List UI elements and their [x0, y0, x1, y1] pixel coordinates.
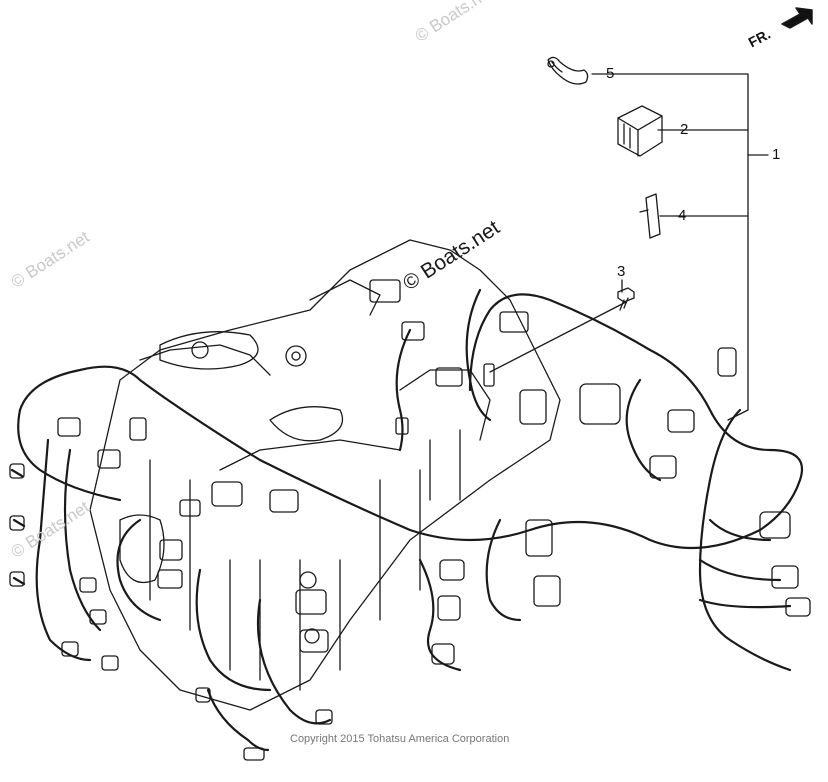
callout-4: 4	[678, 207, 687, 224]
part-4-tie	[639, 193, 661, 239]
engine-block	[89, 239, 561, 711]
callout-2: 2	[680, 121, 689, 138]
part-5-clip	[547, 56, 589, 85]
part-2-grommet	[617, 105, 663, 157]
copyright-notice: Copyright 2015 Tohatsu America Corporati…	[290, 733, 510, 745]
leader-lines	[489, 73, 769, 421]
callout-3: 3	[617, 263, 626, 280]
part-3-bolt	[617, 287, 635, 311]
part-1-harness	[10, 288, 803, 752]
harness-connectors	[9, 347, 811, 761]
callout-1: 1	[772, 146, 781, 163]
callout-5: 5	[606, 65, 615, 82]
direction-arrow-icon	[781, 7, 813, 29]
